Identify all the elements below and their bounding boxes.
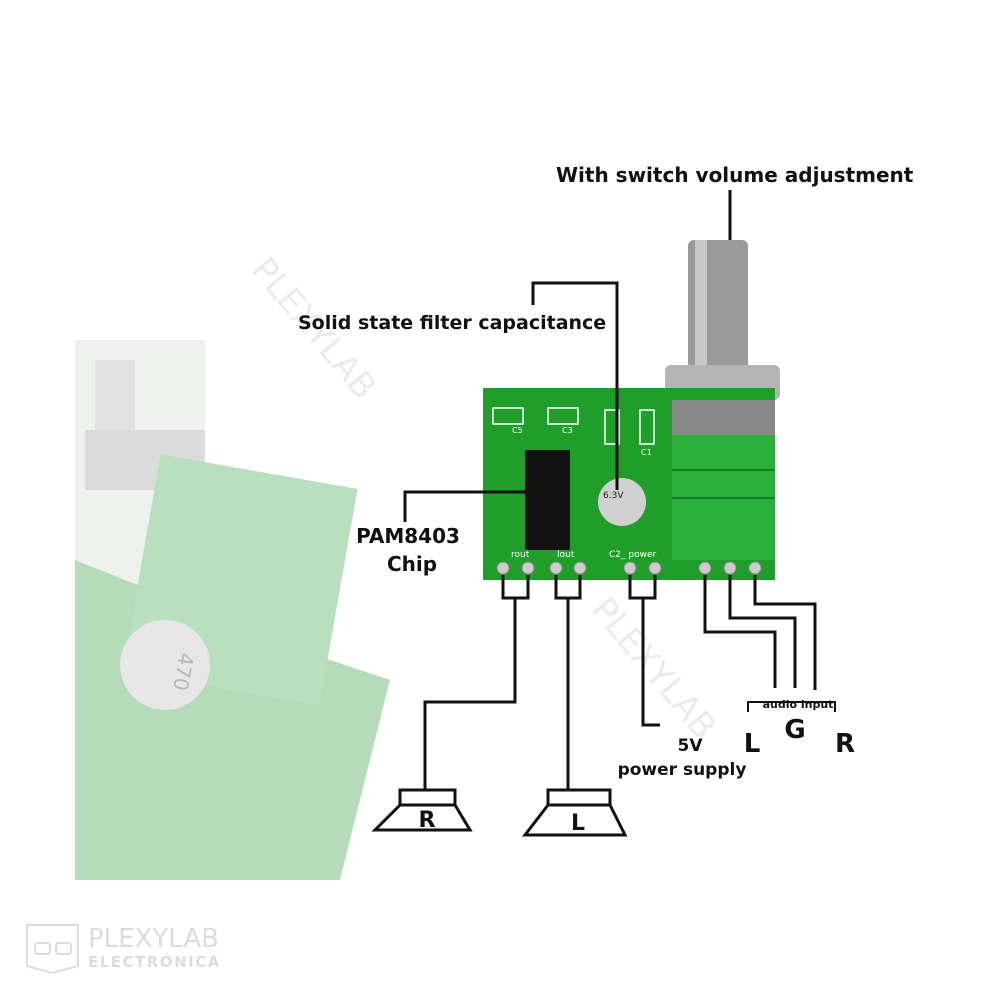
faded-board-photo: 470 bbox=[75, 340, 390, 880]
svg-text:rout: rout bbox=[511, 550, 530, 560]
speaker-left: L bbox=[521, 788, 628, 837]
potentiometer bbox=[665, 240, 780, 400]
audio-l-label: L bbox=[744, 729, 761, 759]
audio-g-label: G bbox=[784, 715, 805, 745]
chip-label: PAM8403 bbox=[356, 524, 460, 548]
power-voltage-label: 5V bbox=[678, 736, 704, 756]
svg-text:C5: C5 bbox=[512, 426, 523, 435]
svg-text:C2_ power: C2_ power bbox=[609, 550, 656, 560]
plexylab-logo: PLEXYLAB ELECTRÓNICA bbox=[26, 924, 221, 975]
logo-brand: PLEXYLAB bbox=[88, 924, 219, 954]
svg-text:C1: C1 bbox=[641, 448, 652, 457]
wires bbox=[403, 190, 836, 790]
volume-label: With switch volume adjustment bbox=[556, 163, 914, 187]
audio-input-label: audio input bbox=[763, 698, 834, 711]
capacitor bbox=[598, 478, 646, 526]
capacitor-label: Solid state filter capacitance bbox=[298, 312, 606, 334]
chip-label-2: Chip bbox=[387, 552, 437, 576]
watermark-text: PLEXYLAB bbox=[583, 590, 724, 747]
svg-text:6.3V: 6.3V bbox=[603, 491, 624, 501]
logo-sub: ELECTRÓNICA bbox=[88, 952, 221, 971]
pcb-board: 6.3V C5 C3 C1 rout lout C2_ power bbox=[483, 388, 775, 580]
speaker-right: R bbox=[371, 788, 473, 833]
power-supply-label: power supply bbox=[618, 760, 747, 780]
speaker-r-label: R bbox=[419, 808, 436, 833]
speaker-l-label: L bbox=[571, 811, 585, 836]
svg-text:lout: lout bbox=[557, 550, 575, 560]
pam8403-chip bbox=[525, 450, 570, 550]
svg-text:C3: C3 bbox=[562, 426, 573, 435]
audio-r-label: R bbox=[835, 729, 855, 759]
